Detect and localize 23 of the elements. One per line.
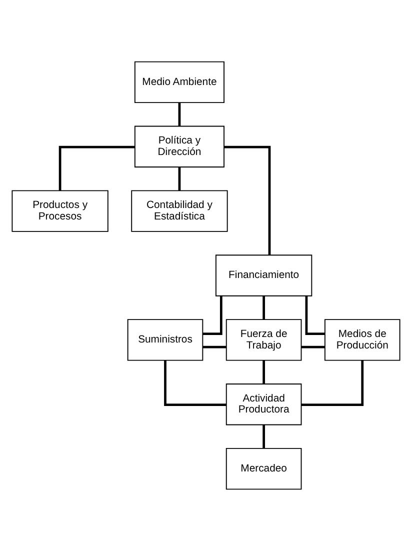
connector — [224, 145, 271, 254]
connector — [202, 345, 226, 348]
node-box: Financiamiento — [215, 254, 312, 296]
node-box: Suministros — [127, 318, 204, 360]
connector — [301, 360, 364, 406]
node-box: Medio Ambiente — [134, 60, 224, 103]
node-box: Mercadeo — [226, 447, 302, 490]
connector — [178, 102, 181, 126]
node-box: Actividad Productora — [226, 383, 302, 425]
node-box: Contabilidad y Estadística — [131, 190, 228, 232]
connector — [202, 295, 222, 334]
node-box: Medios de Producción — [324, 318, 400, 360]
connector — [262, 424, 265, 448]
connector — [164, 360, 226, 406]
node-box: Productos y Procesos — [12, 190, 108, 232]
connector — [262, 295, 265, 319]
node-box: Política y Dirección — [134, 125, 224, 167]
node-box: Fuerza de Trabajo — [226, 318, 302, 360]
connector — [178, 166, 181, 190]
connector — [262, 360, 265, 384]
connector — [58, 145, 135, 190]
connector — [301, 345, 325, 348]
connector — [305, 295, 325, 334]
